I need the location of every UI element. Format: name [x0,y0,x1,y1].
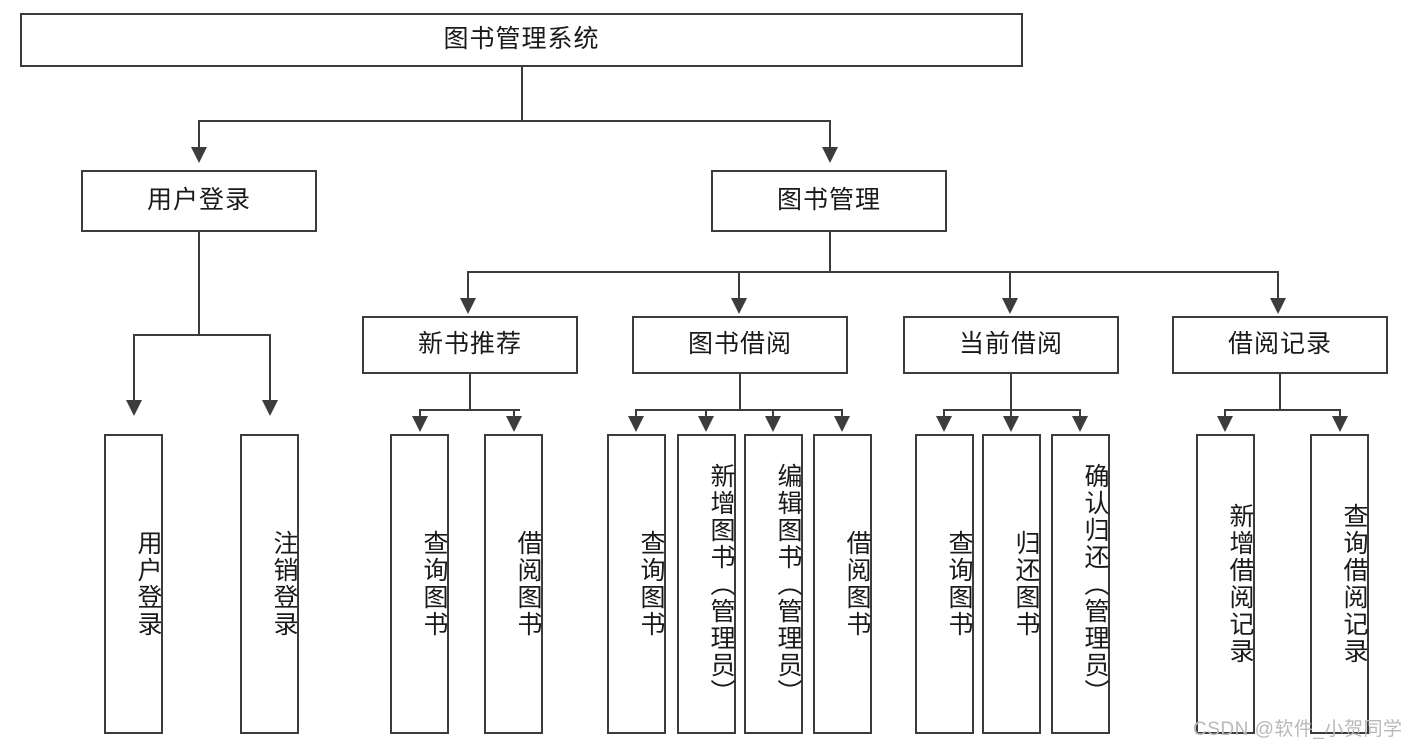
leaf-user-login[interactable]: 用户登录 [104,434,163,734]
connector-user-login-drop-1 [133,334,135,400]
node-label: 查询图书 [945,530,973,638]
leaf-bb-borrow-book[interactable]: 借阅图书 [813,434,872,734]
arrowhead-leaf-logout [262,400,278,416]
leaf-bb-add-book-admin[interactable]: 新增图书（管理员） [677,434,736,734]
arrowhead-cb-leaf-2 [1003,416,1019,432]
connector-root-bus [198,120,830,122]
connector-book-mgmt-bus [467,271,1279,273]
connector-current-borrow-stem [1010,374,1012,410]
connector-root-stem [521,67,523,121]
connector-user-login-drop-2 [269,334,271,400]
arrowhead-bb-leaf-2 [698,416,714,432]
connector-new-book-drop-2 [513,409,515,419]
connector-book-borrow-bus [635,409,843,411]
arrowhead-nb-leaf-1 [412,416,428,432]
node-label: 归还图书 [1012,530,1040,638]
node-label: 新书推荐 [417,330,522,359]
node-label: 新增借阅记录 [1226,503,1254,665]
connector-new-book-bus [419,409,520,411]
connector-borrow-record-bus [1224,409,1340,411]
node-label: 注销登录 [270,530,298,638]
arrowhead-bb-leaf-1 [628,416,644,432]
node-label: 查询图书 [420,530,448,638]
arrowhead-nb-leaf-2 [506,416,522,432]
arrowhead-br-leaf-2 [1332,416,1348,432]
leaf-logout[interactable]: 注销登录 [240,434,299,734]
connector-root-to-user-login [198,120,200,147]
connector-cb-drop-3 [1079,409,1081,419]
arrowhead-user-login [191,147,207,163]
connector-bb-drop-1 [635,409,637,419]
connector-new-book-drop-1 [419,409,421,419]
leaf-br-add-record[interactable]: 新增借阅记录 [1196,434,1255,734]
node-label: 当前借阅 [958,330,1063,359]
connector-br-drop-1 [1224,409,1226,419]
connector-cb-drop-1 [943,409,945,419]
connector-borrow-record-stem [1279,374,1281,410]
leaf-br-query-record[interactable]: 查询借阅记录 [1310,434,1369,734]
connector-br-drop-2 [1339,409,1341,419]
connector-user-login-stem [198,232,200,335]
arrowhead-borrow-record [1270,298,1286,314]
node-label: 用户登录 [146,186,251,215]
node-current-borrow[interactable]: 当前借阅 [903,316,1119,374]
leaf-cb-return-book[interactable]: 归还图书 [982,434,1041,734]
arrowhead-book-borrow [731,298,747,314]
node-user-login[interactable]: 用户登录 [81,170,317,232]
node-borrow-record[interactable]: 借阅记录 [1172,316,1388,374]
node-label: 确认归还（管理员） [1081,462,1109,706]
node-label: 借阅记录 [1227,330,1332,359]
leaf-cb-confirm-return-admin[interactable]: 确认归还（管理员） [1051,434,1110,734]
node-label: 借阅图书 [514,530,542,638]
node-new-book-recommend[interactable]: 新书推荐 [362,316,578,374]
node-label: 查询图书 [637,530,665,638]
connector-bb-drop-3 [772,409,774,419]
node-label: 用户登录 [134,530,162,638]
connector-cb-drop-2 [1010,409,1012,419]
leaf-bb-edit-book-admin[interactable]: 编辑图书（管理员） [744,434,803,734]
leaf-bb-query-book[interactable]: 查询图书 [607,434,666,734]
node-label: 图书借阅 [687,330,792,359]
node-book-borrow[interactable]: 图书借阅 [632,316,848,374]
connector-book-mgmt-drop-1 [467,271,469,298]
connector-book-mgmt-drop-2 [738,271,740,298]
arrowhead-bb-leaf-4 [834,416,850,432]
arrowhead-br-leaf-1 [1217,416,1233,432]
connector-book-mgmt-drop-3 [1009,271,1011,298]
arrowhead-new-book [460,298,476,314]
node-label: 图书管理系统 [443,25,600,54]
node-book-management[interactable]: 图书管理 [711,170,947,232]
node-label: 编辑图书（管理员） [774,462,802,706]
connector-book-borrow-stem [739,374,741,410]
connector-new-book-stem [469,374,471,410]
arrowhead-cb-leaf-3 [1072,416,1088,432]
connector-bb-drop-4 [841,409,843,419]
leaf-cb-query-book[interactable]: 查询图书 [915,434,974,734]
arrowhead-current-borrow [1002,298,1018,314]
arrowhead-cb-leaf-1 [936,416,952,432]
arrowhead-bb-leaf-3 [765,416,781,432]
node-label: 借阅图书 [843,530,871,638]
node-label: 新增图书（管理员） [707,462,735,706]
connector-user-login-bus [133,334,270,336]
node-label: 查询借阅记录 [1340,503,1368,665]
node-label: 图书管理 [776,186,881,215]
arrowhead-leaf-user-login [126,400,142,416]
connector-root-to-book-mgmt [829,120,831,147]
leaf-nb-borrow-book[interactable]: 借阅图书 [484,434,543,734]
connector-book-mgmt-stem [829,232,831,272]
connector-book-mgmt-drop-4 [1277,271,1279,298]
node-root-system[interactable]: 图书管理系统 [20,13,1023,67]
arrowhead-book-mgmt [822,147,838,163]
connector-bb-drop-2 [705,409,707,419]
leaf-nb-query-book[interactable]: 查询图书 [390,434,449,734]
